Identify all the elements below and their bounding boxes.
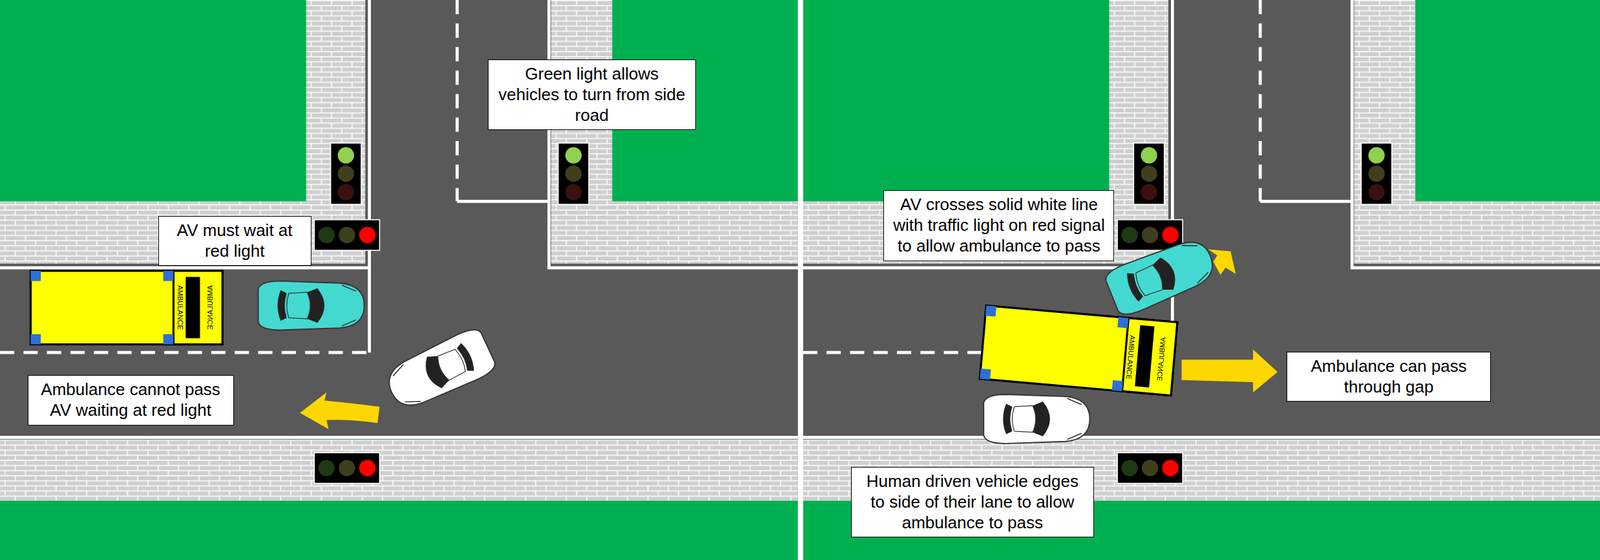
callout-box: Ambulance can pass through gap (1286, 351, 1491, 402)
callout-text: AV crosses solid white line with traffic… (890, 194, 1107, 256)
ambulance (30, 270, 223, 345)
direction-arrow (1208, 249, 1237, 276)
direction-arrow (299, 392, 380, 430)
callout-text: Ambulance can pass through gap (1293, 356, 1484, 397)
direction-arrow (1181, 348, 1278, 392)
callout-text: AV must wait at red light (165, 220, 305, 262)
callout-box: Ambulance cannot pass AV waiting at red … (27, 374, 234, 425)
callout-text: Human driven vehicle edges to side of th… (858, 471, 1087, 533)
autonomous-car (1103, 233, 1221, 319)
callout-text: Ambulance cannot pass AV waiting at red … (34, 379, 227, 421)
callout-box: AV must wait at red light (158, 215, 312, 266)
vehicle-lettering: AMBULANCE (175, 284, 183, 329)
autonomous-car (258, 281, 365, 331)
ambulance (979, 305, 1178, 395)
callout-box: Green light allows vehicles to turn from… (487, 59, 696, 130)
left-scene (0, 0, 799, 560)
callout-text: Green light allows vehicles to turn from… (494, 63, 689, 126)
human-car (381, 325, 499, 415)
human-car (983, 394, 1090, 444)
right-scene (803, 0, 1600, 560)
callout-box: AV crosses solid white line with traffic… (883, 189, 1115, 261)
callout-box: Human driven vehicle edges to side of th… (851, 466, 1095, 537)
vehicle-lettering: AMBULANCE (206, 284, 214, 329)
panel-divider (798, 0, 804, 560)
